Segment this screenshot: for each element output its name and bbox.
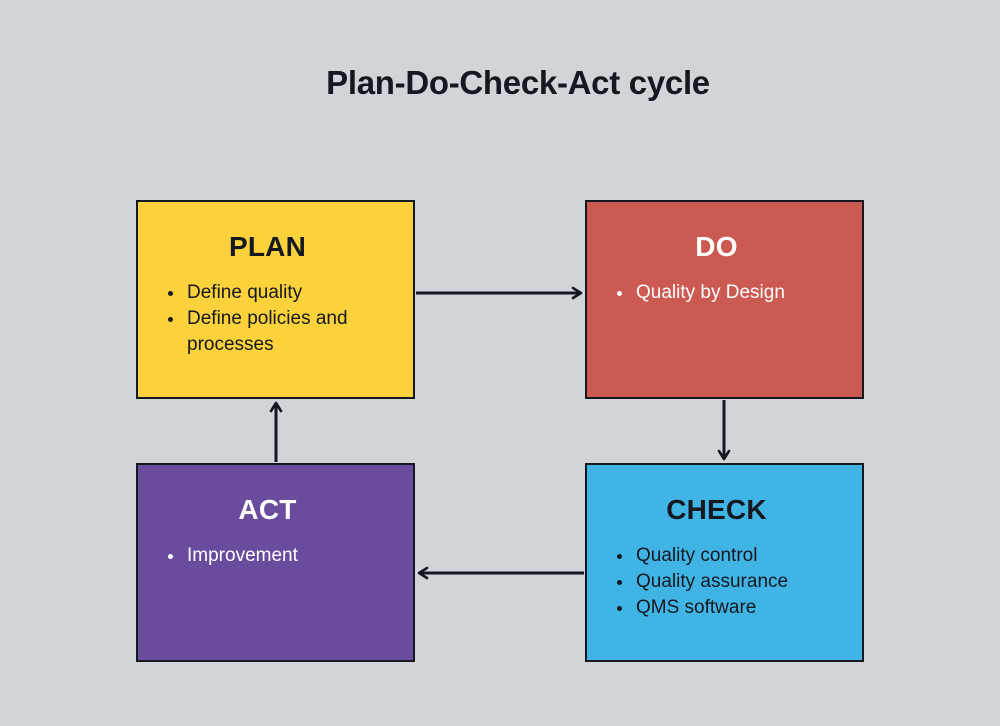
check-box-title: CHECK — [666, 494, 767, 525]
check-box: CHECK Quality control Quality assurance … — [585, 463, 864, 662]
act-box-title: ACT — [238, 494, 297, 525]
act-box: ACT Improvement — [136, 463, 415, 662]
bullet-item: Quality by Design — [634, 280, 846, 306]
plan-bullet-list: Define quality Define policies and proce… — [138, 280, 397, 358]
bullet-item: Quality control — [634, 543, 846, 569]
plan-box: PLAN Define quality Define policies and … — [136, 200, 415, 399]
check-bullet-list: Quality control Quality assurance QMS so… — [587, 543, 846, 621]
plan-box-title: PLAN — [228, 231, 307, 262]
do-box: DO Quality by Design — [585, 200, 864, 399]
do-box-title: DO — [695, 231, 738, 262]
bullet-item: Define policies and processes — [185, 306, 397, 358]
do-bullet-list: Quality by Design — [587, 280, 846, 306]
diagram-title: Plan-Do-Check-Act cycle — [326, 64, 710, 101]
bullet-item: Define quality — [185, 280, 397, 306]
bullet-item: QMS software — [634, 595, 846, 621]
bullet-item: Improvement — [185, 543, 397, 569]
bullet-item: Quality assurance — [634, 569, 846, 595]
act-bullet-list: Improvement — [138, 543, 397, 569]
